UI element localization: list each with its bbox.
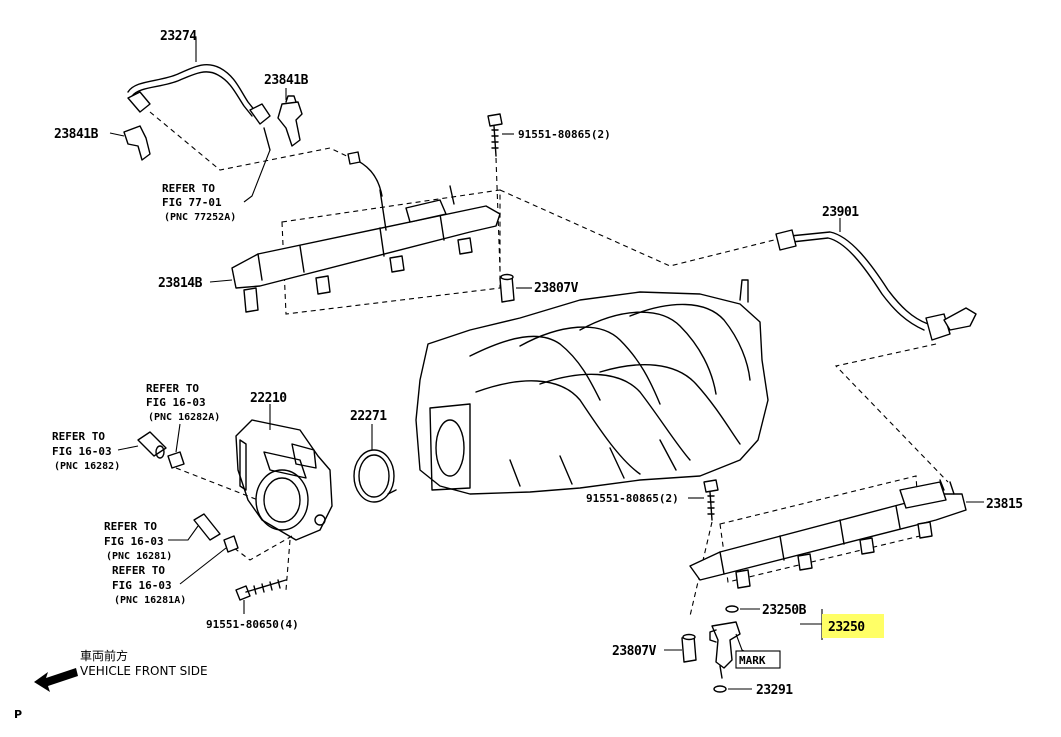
- dash-throttle-pipe: [233, 535, 293, 561]
- dash-tube-rail: [149, 111, 356, 171]
- ref3-line3: (PNC 16282): [54, 461, 120, 472]
- label-23250b: 23250B: [762, 603, 807, 618]
- ref3-line2: FIG 16-03: [52, 445, 112, 458]
- o-ring-23291[interactable]: [713, 685, 752, 693]
- front-side-japanese: 車両前方: [80, 648, 128, 663]
- bolt-91551-mid[interactable]: [688, 479, 719, 521]
- label-23841b-left: 23841B: [54, 127, 99, 142]
- label-23814b: 23814B: [158, 276, 203, 291]
- dash-tube-23901: [834, 343, 949, 483]
- hose-16282[interactable]: [117, 431, 167, 459]
- label-22210: 22210: [250, 391, 287, 406]
- ref2-line1: REFER TO: [146, 382, 199, 395]
- label-23841b-right: 23841B: [264, 73, 309, 88]
- ref5-line3: (PNC 16281A): [114, 595, 186, 606]
- ref1-line2: FIG 77-01: [162, 196, 222, 209]
- label-23807v-bottom: 23807V: [612, 644, 657, 659]
- tube-stub: [263, 127, 271, 151]
- label-23274: 23274: [160, 29, 197, 44]
- arrow-left-icon: [34, 668, 78, 692]
- dash-rail-to-tube: [499, 189, 791, 267]
- label-22271: 22271: [350, 409, 387, 424]
- intake-manifold: [415, 279, 769, 495]
- dash-throttle-bolt: [285, 539, 291, 591]
- ref4-line3: (PNC 16281): [106, 551, 172, 562]
- ref1-line1: REFER TO: [162, 182, 215, 195]
- label-23807v-top: 23807V: [534, 281, 579, 296]
- pipe-16281[interactable]: [168, 513, 221, 541]
- clamp-16282a[interactable]: [167, 423, 185, 469]
- ref2-line2: FIG 16-03: [146, 396, 206, 409]
- ref3-line1: REFER TO: [52, 430, 105, 443]
- clip-23841b-left[interactable]: [109, 125, 151, 161]
- throttle-body-22210[interactable]: [235, 404, 333, 541]
- ref1-line3: (PNC 77252A): [164, 212, 236, 223]
- o-ring-23250b[interactable]: [725, 605, 760, 613]
- clip-16281a[interactable]: [179, 535, 239, 585]
- ref2-line3: (PNC 16282A): [148, 412, 220, 423]
- injector-23250[interactable]: [709, 621, 763, 679]
- gasket-22271[interactable]: [353, 424, 397, 503]
- ref4-line1: REFER TO: [104, 520, 157, 533]
- label-23901: 23901: [822, 205, 859, 220]
- insulator-23807v-bottom[interactable]: [664, 633, 697, 663]
- label-23291: 23291: [756, 683, 793, 698]
- dash-throttle-hose: [175, 467, 259, 501]
- ref5-line2: FIG 16-03: [112, 579, 172, 592]
- highlight-23250: [822, 614, 884, 638]
- clip-23841b-right[interactable]: [277, 88, 303, 147]
- label-23815: 23815: [986, 497, 1023, 512]
- label-23250: 23250: [828, 620, 865, 635]
- fuel-rail-23815[interactable]: [689, 475, 984, 589]
- bolt-91551-80650[interactable]: [235, 579, 287, 614]
- bolt-91551-top[interactable]: [487, 113, 514, 157]
- label-91551-80865-mid: 91551-80865(2): [586, 492, 679, 505]
- leader-refer-77: [243, 149, 271, 203]
- fuel-rail-23814b[interactable]: [209, 151, 501, 315]
- fuel-tube-23901[interactable]: [775, 218, 977, 341]
- label-91551-80865-top: 91551-80865(2): [518, 128, 611, 141]
- label-mark: MARK: [739, 654, 766, 667]
- fuel-tube-23274[interactable]: [127, 38, 271, 125]
- insulator-23807v-top[interactable]: [499, 273, 532, 303]
- label-91551-80650: 91551-80650(4): [206, 618, 299, 631]
- ref4-line2: FIG 16-03: [104, 535, 164, 548]
- ref5-line1: REFER TO: [112, 564, 165, 577]
- footer-letter: P: [14, 708, 22, 721]
- front-side-english: VEHICLE FRONT SIDE: [80, 664, 208, 678]
- mark-box: [735, 650, 781, 669]
